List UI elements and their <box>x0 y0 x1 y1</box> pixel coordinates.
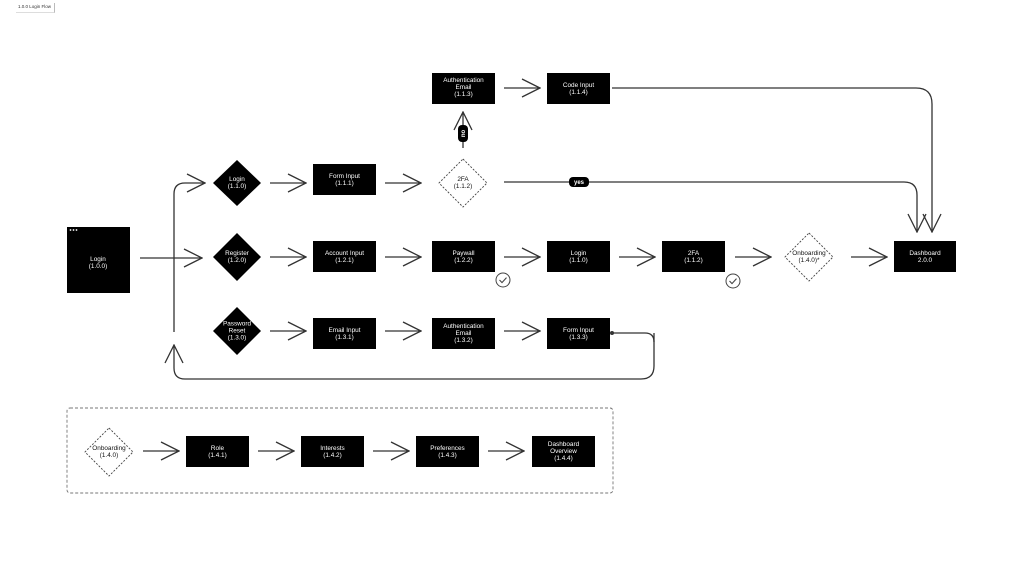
node-label: (1.1.4) <box>569 89 587 96</box>
node-label: 2FA <box>688 250 700 257</box>
node-label: Authentication <box>443 77 484 84</box>
node-label: Login <box>571 250 587 257</box>
node-label: (1.4.3) <box>438 452 456 459</box>
node-onboarding[interactable]: Onboarding (1.4.0) <box>84 427 134 477</box>
node-label: Overview <box>550 448 577 455</box>
node-label: 2FA <box>457 176 469 183</box>
node-dashboard[interactable]: Dashboard 2.0.0 <box>894 241 956 272</box>
node-preferences[interactable]: Preferences (1.4.3) <box>416 436 479 467</box>
node-label: Email <box>456 330 472 337</box>
edge-loop-back <box>174 333 655 380</box>
node-interests[interactable]: Interests (1.4.2) <box>301 436 364 467</box>
node-label: (1.4.0)* <box>799 257 820 264</box>
node-2fa-register-path[interactable]: 2FA (1.1.2) <box>662 241 725 272</box>
node-label: (1.0.0) <box>89 263 107 270</box>
node-label: Dashboard <box>909 250 941 257</box>
node-label: (1.1.3) <box>454 91 472 98</box>
node-login-register-path[interactable]: Login (1.1.0) <box>547 241 610 272</box>
node-label: (1.4.0) <box>100 452 118 459</box>
node-label: Interests <box>320 445 345 452</box>
node-label: Paywall <box>452 250 474 257</box>
node-label: 2.0.0 <box>918 257 933 264</box>
frame-title: 1.0.0 Login Flow <box>16 3 56 13</box>
node-label: Onboarding <box>792 250 826 257</box>
node-form-input-reset[interactable]: Form Input (1.3.3) <box>547 318 610 349</box>
node-label: Form Input <box>329 173 360 180</box>
node-label: (1.4.4) <box>554 455 572 462</box>
node-password-reset-decision[interactable]: Password Reset (1.3.0) <box>213 307 261 355</box>
node-paywall[interactable]: Paywall (1.2.2) <box>432 241 495 272</box>
node-form-input[interactable]: Form Input (1.1.1) <box>313 164 376 195</box>
node-label: (1.3.1) <box>335 334 353 341</box>
node-label: Login <box>229 176 245 183</box>
node-label: Register <box>225 250 250 257</box>
node-dashboard-overview[interactable]: Dashboard Overview (1.4.4) <box>532 436 595 467</box>
edge-label-no: no <box>458 125 468 142</box>
edge-forminput-loop <box>612 332 655 343</box>
node-label: Preferences <box>430 445 464 452</box>
edge-label-yes: yes <box>569 177 589 187</box>
check-icon <box>495 272 511 288</box>
node-label: Role <box>211 445 225 452</box>
node-label: Dashboard <box>548 441 580 448</box>
node-code-input[interactable]: Code Input (1.1.4) <box>547 73 610 104</box>
node-label: (1.3.2) <box>454 337 472 344</box>
node-label: (1.2.0) <box>228 257 246 264</box>
node-label: Authentication <box>443 323 484 330</box>
node-label: (1.1.2) <box>454 183 472 190</box>
node-label: Email Input <box>329 327 361 334</box>
connectors <box>140 88 932 451</box>
node-label: (1.1.1) <box>335 180 353 187</box>
node-label: (1.2.2) <box>454 257 472 264</box>
node-label: Email <box>456 84 472 91</box>
node-label: Code Input <box>563 82 594 89</box>
node-label: Form Input <box>563 327 594 334</box>
node-label: (1.1.0) <box>569 257 587 264</box>
edge-2fa-yes <box>504 181 917 232</box>
node-label: (1.1.2) <box>684 257 702 264</box>
node-2fa-decision[interactable]: 2FA (1.1.2) <box>438 158 488 208</box>
onboarding-group-frame <box>66 407 614 494</box>
check-icon <box>725 273 741 289</box>
node-label: (1.1.0) <box>228 183 246 190</box>
edge-root-login <box>173 183 205 332</box>
node-label: Password <box>223 321 252 328</box>
node-role[interactable]: Role (1.4.1) <box>186 436 249 467</box>
node-label: (1.3.3) <box>569 334 587 341</box>
node-label: Onboarding <box>92 445 126 452</box>
node-login-decision[interactable]: Login (1.1.0) <box>213 160 261 206</box>
edge-label-yes-text: yes <box>574 180 585 186</box>
node-login-root[interactable]: Login (1.0.0) <box>67 227 130 293</box>
node-label: Login <box>90 256 106 263</box>
node-label: (1.3.0) <box>228 335 246 342</box>
node-onboarding-reference[interactable]: Onboarding (1.4.0)* <box>784 232 834 282</box>
edge-label-no-text: no <box>461 130 467 138</box>
edge-codeinput-dashboard <box>612 87 932 232</box>
node-label: Account Input <box>325 250 364 257</box>
node-label: (1.4.2) <box>323 452 341 459</box>
node-authentication-email[interactable]: Authentication Email (1.1.3) <box>432 73 495 104</box>
node-label: Reset <box>229 328 246 335</box>
node-authentication-email-reset[interactable]: Authentication Email (1.3.2) <box>432 318 495 349</box>
node-register-decision[interactable]: Register (1.2.0) <box>213 233 261 281</box>
node-label: (1.4.1) <box>208 452 226 459</box>
node-email-input[interactable]: Email Input (1.3.1) <box>313 318 376 349</box>
node-account-input[interactable]: Account Input (1.2.1) <box>313 241 376 272</box>
node-label: (1.2.1) <box>335 257 353 264</box>
loop-start-dot <box>610 331 614 335</box>
